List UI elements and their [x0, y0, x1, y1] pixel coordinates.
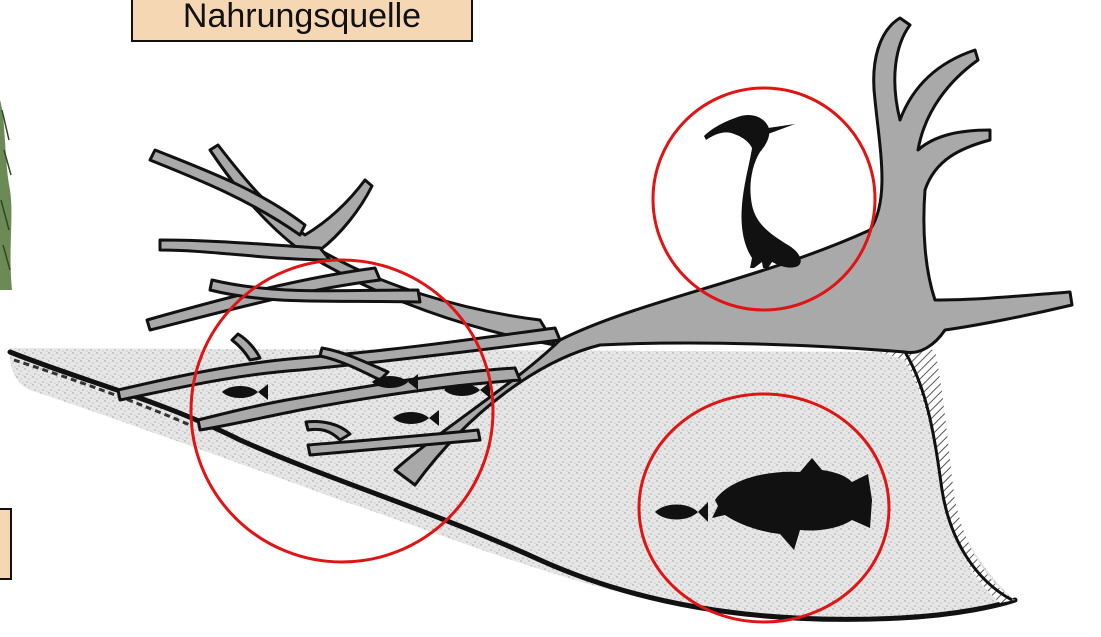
reed-plant-icon	[0, 100, 12, 290]
heron-icon	[704, 115, 801, 268]
